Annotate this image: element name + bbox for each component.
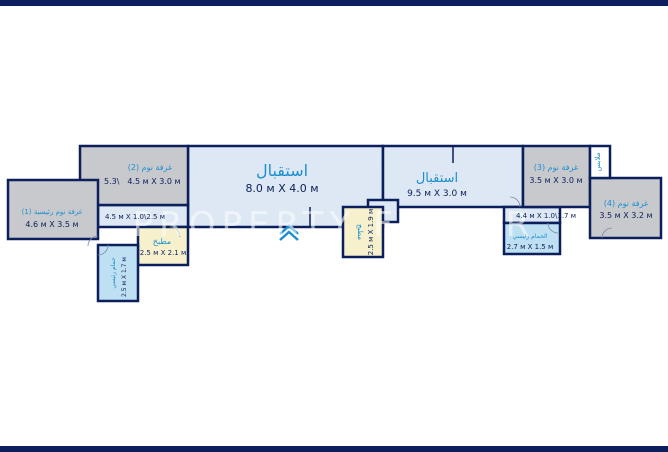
bedroom-2-dims: 4.5 м X 3.0 м (127, 177, 180, 186)
watermark-text: PROPERTY FINDER (133, 205, 536, 245)
entrance-arrow-icon (279, 224, 299, 241)
kitchen-name: مطبخ (153, 237, 171, 246)
bedroom-2-name: غرفة نوم (2) (128, 163, 172, 172)
top-frame-band (0, 0, 668, 6)
bedroom-4-name: غرفة نوم (4) (604, 199, 648, 208)
bedroom-4-area (588, 176, 663, 240)
kitchen-small-area (341, 205, 385, 259)
reception-right-dims: 9.5 м X 3.0 м (407, 189, 467, 199)
bath-right-dims: 2.7 м X 1.5 м (507, 243, 554, 251)
bath-master-area (96, 243, 140, 303)
master-bedroom-dims: 4.6 м X 3.5 м (25, 220, 78, 229)
storage-area (588, 144, 612, 180)
kitchen-dims: 2.5 м X 2.1 м (140, 249, 187, 257)
storage-name: ملابس (594, 152, 602, 171)
kitchen-small-name: مطبخ (356, 224, 364, 240)
door-swing (509, 196, 521, 208)
corridor-left-dims: 4.5 м X 1.0\2.5 м (105, 213, 165, 221)
reception-right-name: استقبال (416, 171, 458, 186)
bath-right-area (502, 221, 562, 256)
bedroom-2-area (78, 144, 190, 207)
door-swing (601, 227, 613, 239)
corridor-right-dims: 4.4 м X 1.0\1.7 м (516, 212, 576, 220)
door-swing (169, 226, 181, 238)
bedroom-3-name: غرفة نوم (3) (534, 163, 578, 172)
bedroom-4-dims: 3.5 м X 3.2 м (599, 211, 652, 220)
bedroom-3-dims: 3.5 м X 3.0 м (529, 176, 582, 185)
bath-right-name: الحمام رئيسي (512, 233, 547, 240)
door-swing (547, 222, 559, 234)
bedroom-2-extra: 5.3\ (104, 177, 120, 186)
door-swing (97, 244, 109, 256)
bath-master-dims: 2.5 м X 1.7 м (121, 257, 128, 297)
reception-left-name: استقبال (256, 161, 308, 180)
bottom-frame-band (0, 446, 668, 452)
reception-left-dims: 8.0 м X 4.0 м (245, 182, 318, 195)
master-bedroom-area (6, 178, 100, 241)
door-swing (87, 235, 99, 247)
bath-master-name: حمام رئيسي (110, 257, 117, 289)
kitchen-small-dims: 2.5 м X 1.9 м (367, 209, 375, 256)
master-bedroom-name: غرفة نوم رئيسية (1) (22, 208, 83, 216)
